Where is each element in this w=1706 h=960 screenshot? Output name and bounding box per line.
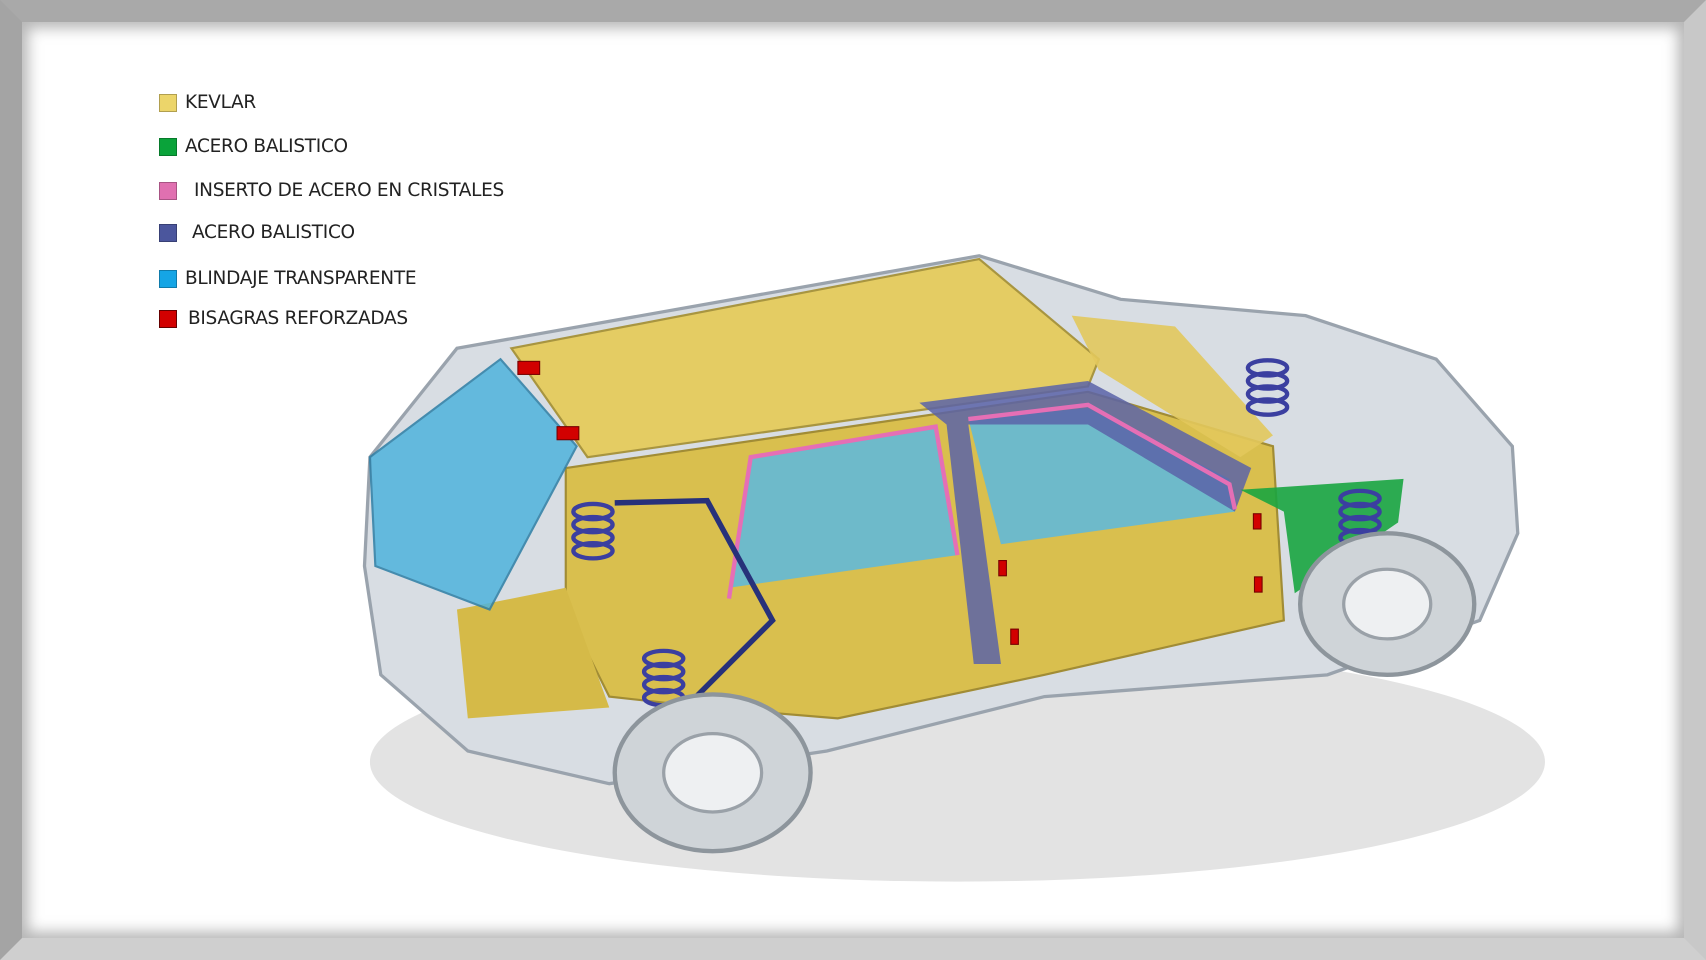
wheels [612,531,1477,854]
rear-kevlar [456,587,610,719]
side-window-armor-1 [728,424,958,588]
hood-kevlar [1071,315,1273,458]
rear-window-armor [368,357,578,611]
legend-label: BISAGRAS REFORZADAS [188,308,408,329]
legend-item-transparent-armor: BLINDAJE TRANSPARENTE [159,268,417,289]
cyan-swatch-icon [159,269,177,288]
legend-label: ACERO BALISTICO [192,222,355,243]
kevlar-swatch-icon [159,93,177,112]
blue-swatch-icon [159,223,177,242]
legend-item-ballistic-steel-blue: ACERO BALISTICO [159,222,355,243]
legend-item-reinforced-hinges: BISAGRAS REFORZADAS [159,308,408,329]
legend-item-ballistic-steel-green: ACERO BALISTICO [159,136,348,157]
rear-steel-bar [614,497,776,699]
side-window-armor-2 [968,408,1235,545]
pink-swatch-icon [159,181,177,200]
suspension-springs [571,358,1382,708]
glass-steel-insert [726,402,1238,599]
legend-label: KEVLAR [185,92,256,113]
legend-label: ACERO BALISTICO [185,136,348,157]
legend-item-kevlar: KEVLAR [159,92,256,113]
green-swatch-icon [159,137,177,156]
reinforced-hinges [517,360,1263,645]
red-swatch-icon [159,309,177,328]
legend-item-glass-steel-insert: INSERTO DE ACERO EN CRISTALES [159,180,504,201]
legend-label: BLINDAJE TRANSPARENTE [185,268,417,289]
legend-label: INSERTO DE ACERO EN CRISTALES [194,180,504,201]
